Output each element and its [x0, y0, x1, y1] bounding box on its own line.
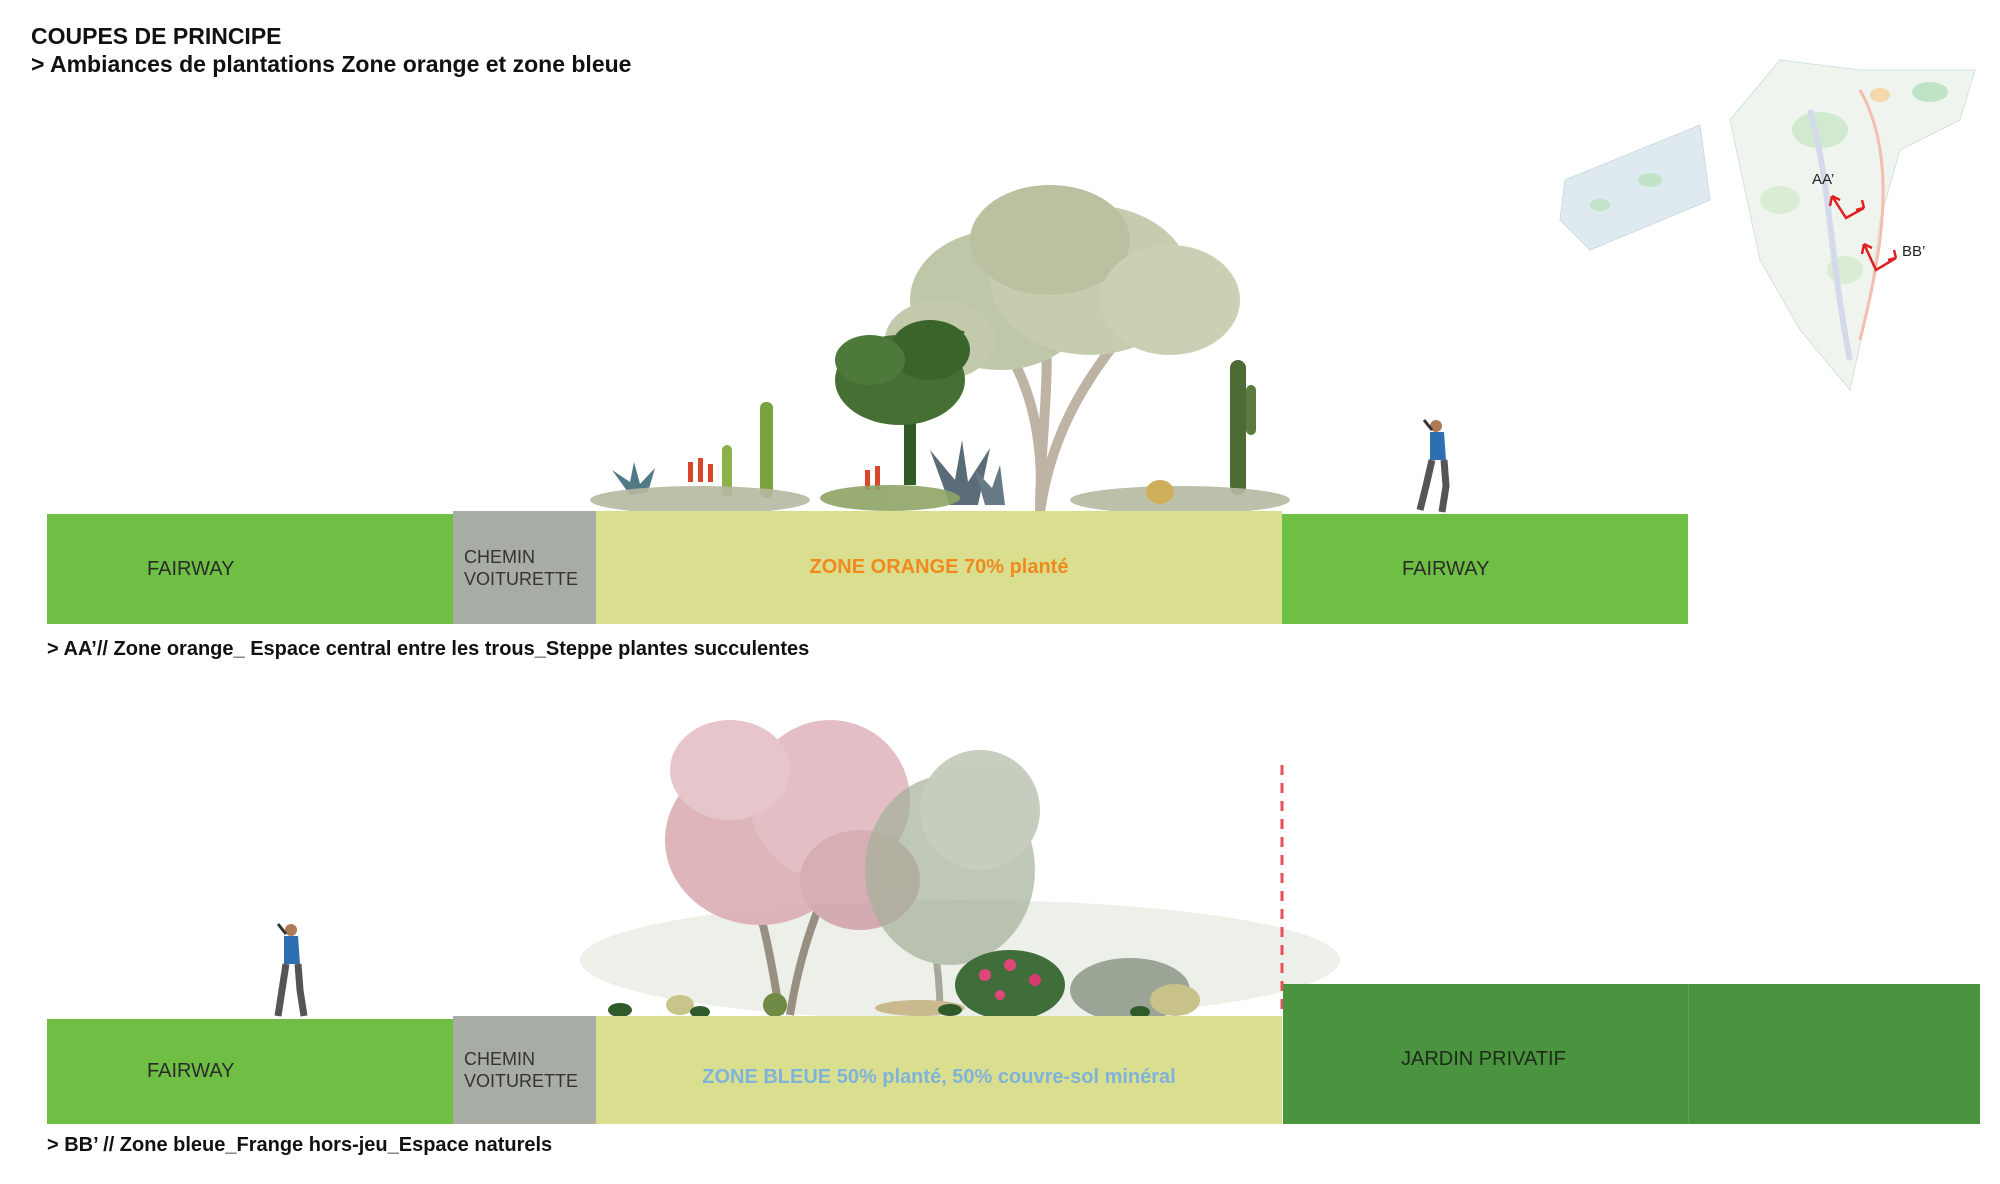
bb-chemin-label-2: VOITURETTE: [464, 1071, 579, 1091]
bb-vegetation: [580, 720, 1340, 1022]
tree-icon: [865, 750, 1040, 1016]
bb-fairway-left: FAIRWAY: [47, 1019, 453, 1124]
bb-chemin-label-1: CHEMIN: [464, 1049, 535, 1069]
aa-fairway-left: FAIRWAY: [47, 514, 453, 624]
map-label-aa: AA’: [1812, 171, 1834, 188]
bb-fairway-left-label: FAIRWAY: [147, 1060, 235, 1082]
cactus-icon: [722, 402, 773, 498]
bb-jardin-label: JARDIN PRIVATIF: [1401, 1047, 1566, 1070]
aa-fairway-right: FAIRWAY: [1282, 514, 1688, 624]
shrub-icon: [1070, 958, 1200, 1022]
golfer-icon: [1416, 419, 1450, 513]
cactus-icon: [1230, 360, 1256, 495]
aa-zone-label: ZONE ORANGE 70% planté: [809, 556, 1069, 578]
map-label-bb: BB’: [1902, 243, 1925, 260]
grass-icon: [590, 480, 1290, 514]
aa-chemin: CHEMIN VOITURETTE: [453, 511, 596, 624]
golfer-icon: [274, 923, 308, 1017]
page-title: COUPES DE PRINCIPE: [31, 23, 282, 49]
section-arrow-bb-icon: [1860, 242, 1898, 272]
page-subtitle: > Ambiances de plantations Zone orange e…: [31, 51, 632, 77]
aloe-icon: [688, 458, 880, 490]
bb-jardin-privatif: JARDIN PRIVATIF: [1283, 984, 1689, 1124]
bb-jardin-extension: [1689, 984, 1980, 1124]
aa-zone-orange: ZONE ORANGE 70% planté: [596, 511, 1282, 624]
section-arrow-aa-icon: [1828, 194, 1866, 220]
aa-fairway-left-label: FAIRWAY: [147, 557, 235, 580]
aa-caption: > AA’// Zone orange_ Espace central entr…: [47, 638, 810, 660]
site-map: [1559, 59, 1976, 392]
aa-vegetation: [590, 185, 1290, 514]
bb-chemin: CHEMIN VOITURETTE: [453, 1016, 596, 1124]
aa-chemin-label-2: VOITURETTE: [464, 568, 579, 589]
agave-icon: [612, 440, 1005, 505]
bb-zone-bleue: ZONE BLEUE 50% planté, 50% couvre-sol mi…: [596, 1016, 1282, 1124]
bb-zone-label: ZONE BLEUE 50% planté, 50% couvre-sol mi…: [702, 1065, 1176, 1088]
grass-icon: [608, 993, 1150, 1018]
aa-fairway-right-label: FAIRWAY: [1402, 557, 1490, 580]
euphorbia-icon: [835, 320, 970, 485]
bb-caption: > BB’ // Zone bleue_Frange hors-jeu_Espa…: [47, 1134, 553, 1156]
aa-chemin-label-1: CHEMIN: [464, 546, 535, 567]
shrub-icon: [955, 950, 1065, 1020]
